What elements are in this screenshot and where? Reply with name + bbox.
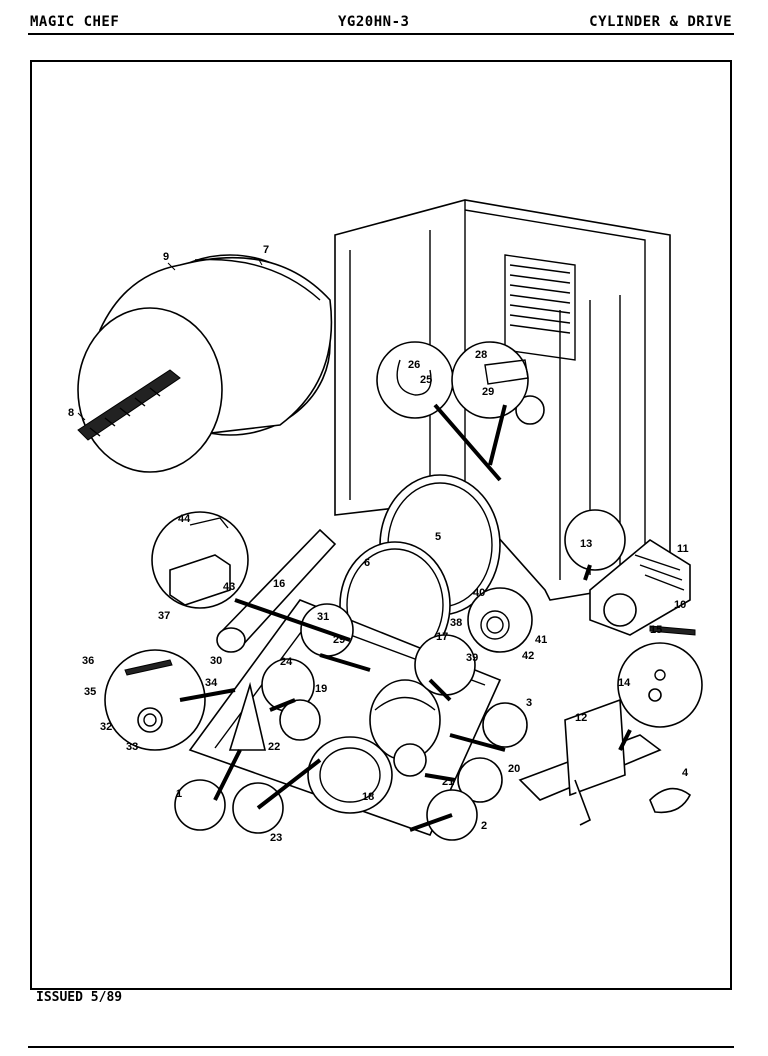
label-41: 41 [535, 634, 547, 646]
diagram-frame [30, 60, 732, 990]
label-9: 9 [163, 251, 169, 263]
label-34: 34 [205, 677, 218, 689]
label-31: 30 [210, 655, 222, 667]
label-12: 12 [575, 712, 587, 724]
label-16: 16 [273, 578, 285, 590]
label-24: 24 [280, 656, 293, 668]
callout-31-37 [104, 649, 206, 751]
label-29-upper: 29 [482, 386, 494, 398]
exploded-parts-diagram: 7 9 8 26 25 28 29 5 6 44 43 16 37 36 30 … [68, 199, 703, 844]
footer-rule [28, 1046, 734, 1048]
callout-1 [174, 779, 226, 831]
drum-cylinder [77, 254, 333, 473]
section-title: CYLINDER & DRIVE [589, 14, 732, 30]
label-36: 36 [82, 655, 94, 667]
callout-17 [414, 634, 476, 696]
label-30: 31 [317, 611, 329, 623]
header-rule [28, 33, 734, 35]
label-6: 6 [364, 557, 370, 569]
terminal-block [484, 359, 529, 385]
thermostat-wire [396, 359, 432, 396]
label-18: 18 [362, 791, 374, 803]
label-21: 21 [442, 776, 454, 788]
label-35: 33 [126, 741, 138, 753]
label-29: 29 [333, 634, 345, 646]
label-23: 23 [270, 832, 282, 844]
label-25: 25 [420, 374, 432, 386]
label-28: 28 [475, 349, 487, 361]
label-44: 44 [178, 513, 191, 525]
label-10: 10 [674, 599, 686, 611]
label-22: 22 [268, 741, 280, 753]
label-39: 39 [466, 652, 478, 664]
label-42: 42 [522, 650, 534, 662]
label-7: 7 [263, 244, 269, 256]
bracket-part [189, 517, 229, 529]
issued-date: ISSUED 5/89 [36, 990, 123, 1005]
label-14: 14 [618, 677, 631, 689]
label-32: 32 [100, 721, 112, 733]
callout-22 [279, 699, 321, 741]
callout-3 [482, 702, 528, 748]
label-17: 17 [436, 631, 448, 643]
label-20: 20 [508, 763, 520, 775]
label-2: 2 [481, 820, 487, 832]
spring-clip [649, 787, 692, 814]
label-38: 38 [450, 617, 462, 629]
label-4: 4 [682, 767, 689, 779]
label-13: 13 [580, 538, 592, 550]
block-part [169, 554, 231, 606]
label-26: 26 [408, 359, 420, 371]
label-1: 1 [176, 788, 182, 800]
callout-26-25 [376, 341, 454, 419]
label-8: 8 [68, 407, 74, 419]
label-40: 40 [473, 587, 485, 599]
label-11: 11 [677, 543, 689, 555]
callout-13 [564, 509, 626, 571]
callout-41-42 [467, 587, 533, 653]
label-3: 3 [526, 697, 532, 709]
label-37: 37 [158, 610, 170, 622]
brand-title: MAGIC CHEF [30, 14, 120, 30]
model-number: YG20HN-3 [338, 14, 410, 30]
label-5: 5 [435, 531, 441, 543]
callout-14 [617, 642, 703, 728]
callout-28-29 [451, 341, 529, 419]
label-43: 43 [223, 581, 235, 593]
label-15: 15 [650, 624, 662, 636]
callout-20 [457, 757, 503, 803]
label-33: 35 [84, 686, 96, 698]
label-19: 19 [315, 683, 327, 695]
